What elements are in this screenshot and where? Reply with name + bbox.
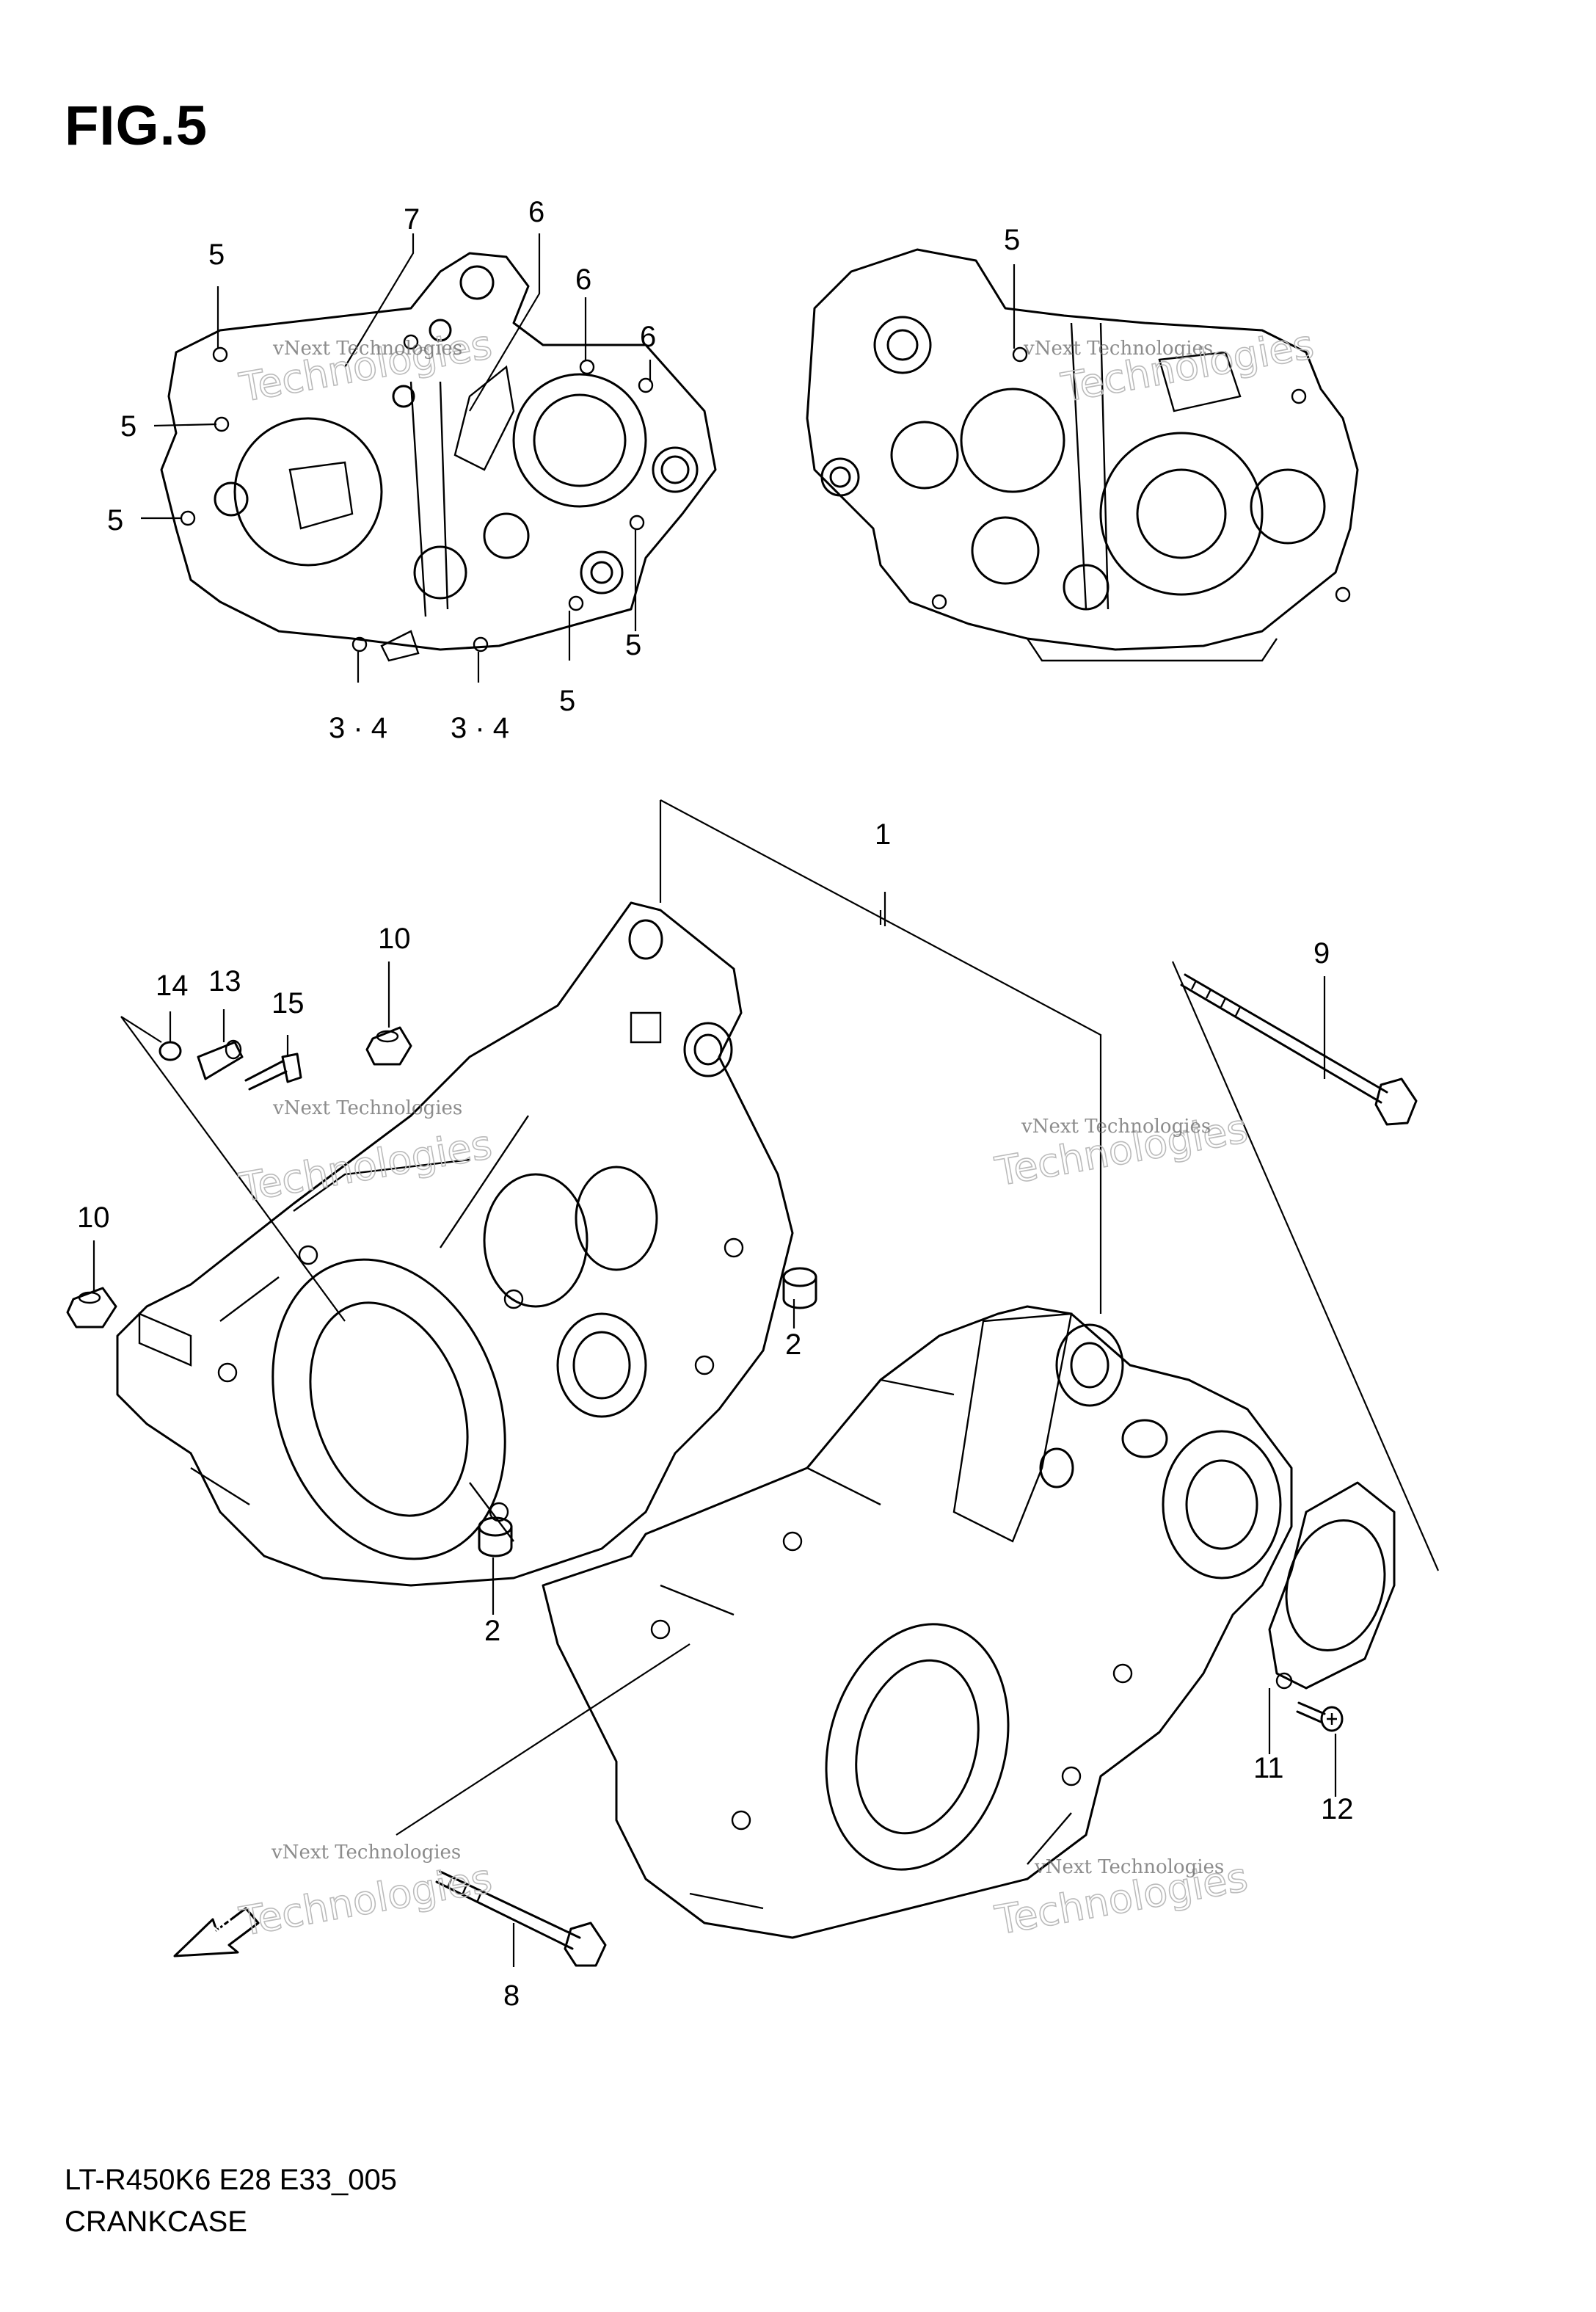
callout-5-left-lower: 5 xyxy=(107,504,123,537)
screw-small xyxy=(244,1053,302,1091)
watermarks: Technologies vNext Technologies Technolo… xyxy=(236,321,1318,1946)
watermark-text-4: vNext Technologies xyxy=(1021,1116,1211,1138)
callout-13: 13 xyxy=(208,965,241,997)
assembly-lines xyxy=(92,233,1440,1967)
callout-5-bottom-right: 5 xyxy=(625,629,641,661)
callout-1: 1 xyxy=(875,818,891,851)
callout-11: 11 xyxy=(1253,1752,1284,1784)
nut-upper xyxy=(365,1026,412,1066)
callout-5-left-upper: 5 xyxy=(120,410,136,443)
callout-7: 7 xyxy=(404,203,420,236)
watermark-text-3: vNext Technologies xyxy=(272,1097,462,1119)
watermark-text-6: vNext Technologies xyxy=(1034,1856,1224,1878)
callout-14: 14 xyxy=(156,970,189,1002)
callout-6-middle: 6 xyxy=(575,263,591,296)
callout-5-bottom: 5 xyxy=(559,685,575,717)
callout-12: 12 xyxy=(1321,1793,1354,1825)
watermark-text-5: vNext Technologies xyxy=(271,1842,461,1864)
callout-2-upper: 2 xyxy=(785,1328,801,1361)
watermark-outline-5: Technologies xyxy=(236,1855,495,1945)
callout-8: 8 xyxy=(503,1980,520,2012)
right-crankcase-half xyxy=(542,1305,1293,1939)
callout-3-4-left: 3 · 4 xyxy=(329,712,387,744)
figure-title: FIG.5 xyxy=(65,95,208,157)
callout-6-right: 6 xyxy=(640,321,656,353)
callout-5-top: 5 xyxy=(208,239,225,271)
short-bolt xyxy=(435,1870,607,1967)
cover-screw xyxy=(1296,1701,1344,1732)
oil-pipe-pin xyxy=(197,1039,244,1080)
long-bolt xyxy=(1180,973,1418,1126)
watermark-text-1: vNext Technologies xyxy=(272,338,462,360)
callout-3-4-right: 3 · 4 xyxy=(451,712,509,744)
o-ring xyxy=(158,1041,182,1061)
watermark-text-2: vNext Technologies xyxy=(1023,338,1213,360)
top-left-case-view xyxy=(160,252,717,662)
left-crankcase-half xyxy=(116,901,794,1587)
dowel-pin-upper xyxy=(782,1267,817,1309)
callout-2-lower: 2 xyxy=(484,1615,500,1647)
watermark-outline-2: Technologies xyxy=(1057,321,1317,411)
callout-6-top: 6 xyxy=(528,196,544,228)
top-right-case-view xyxy=(806,248,1359,662)
diagram-name: CRANKCASE xyxy=(65,2206,247,2238)
watermark-outline-3: Technologies xyxy=(236,1122,495,1211)
callout-5-right-view: 5 xyxy=(1004,224,1020,256)
cover-gasket xyxy=(1268,1481,1396,1690)
callout-9: 9 xyxy=(1313,937,1330,970)
callout-10-upper: 10 xyxy=(378,923,411,955)
callout-10-left: 10 xyxy=(77,1202,110,1234)
nut-left xyxy=(66,1287,117,1328)
callout-15: 15 xyxy=(272,987,305,1019)
diagram-code: LT-R450K6 E28 E33_005 xyxy=(65,2164,397,2196)
watermark-outline-1: Technologies xyxy=(236,321,495,411)
dowel-pin-lower xyxy=(478,1516,513,1557)
callout-labels: 1 2 2 3 · 4 3 · 4 5 5 5 5 5 5 6 6 6 7 8 … xyxy=(77,196,1354,2012)
